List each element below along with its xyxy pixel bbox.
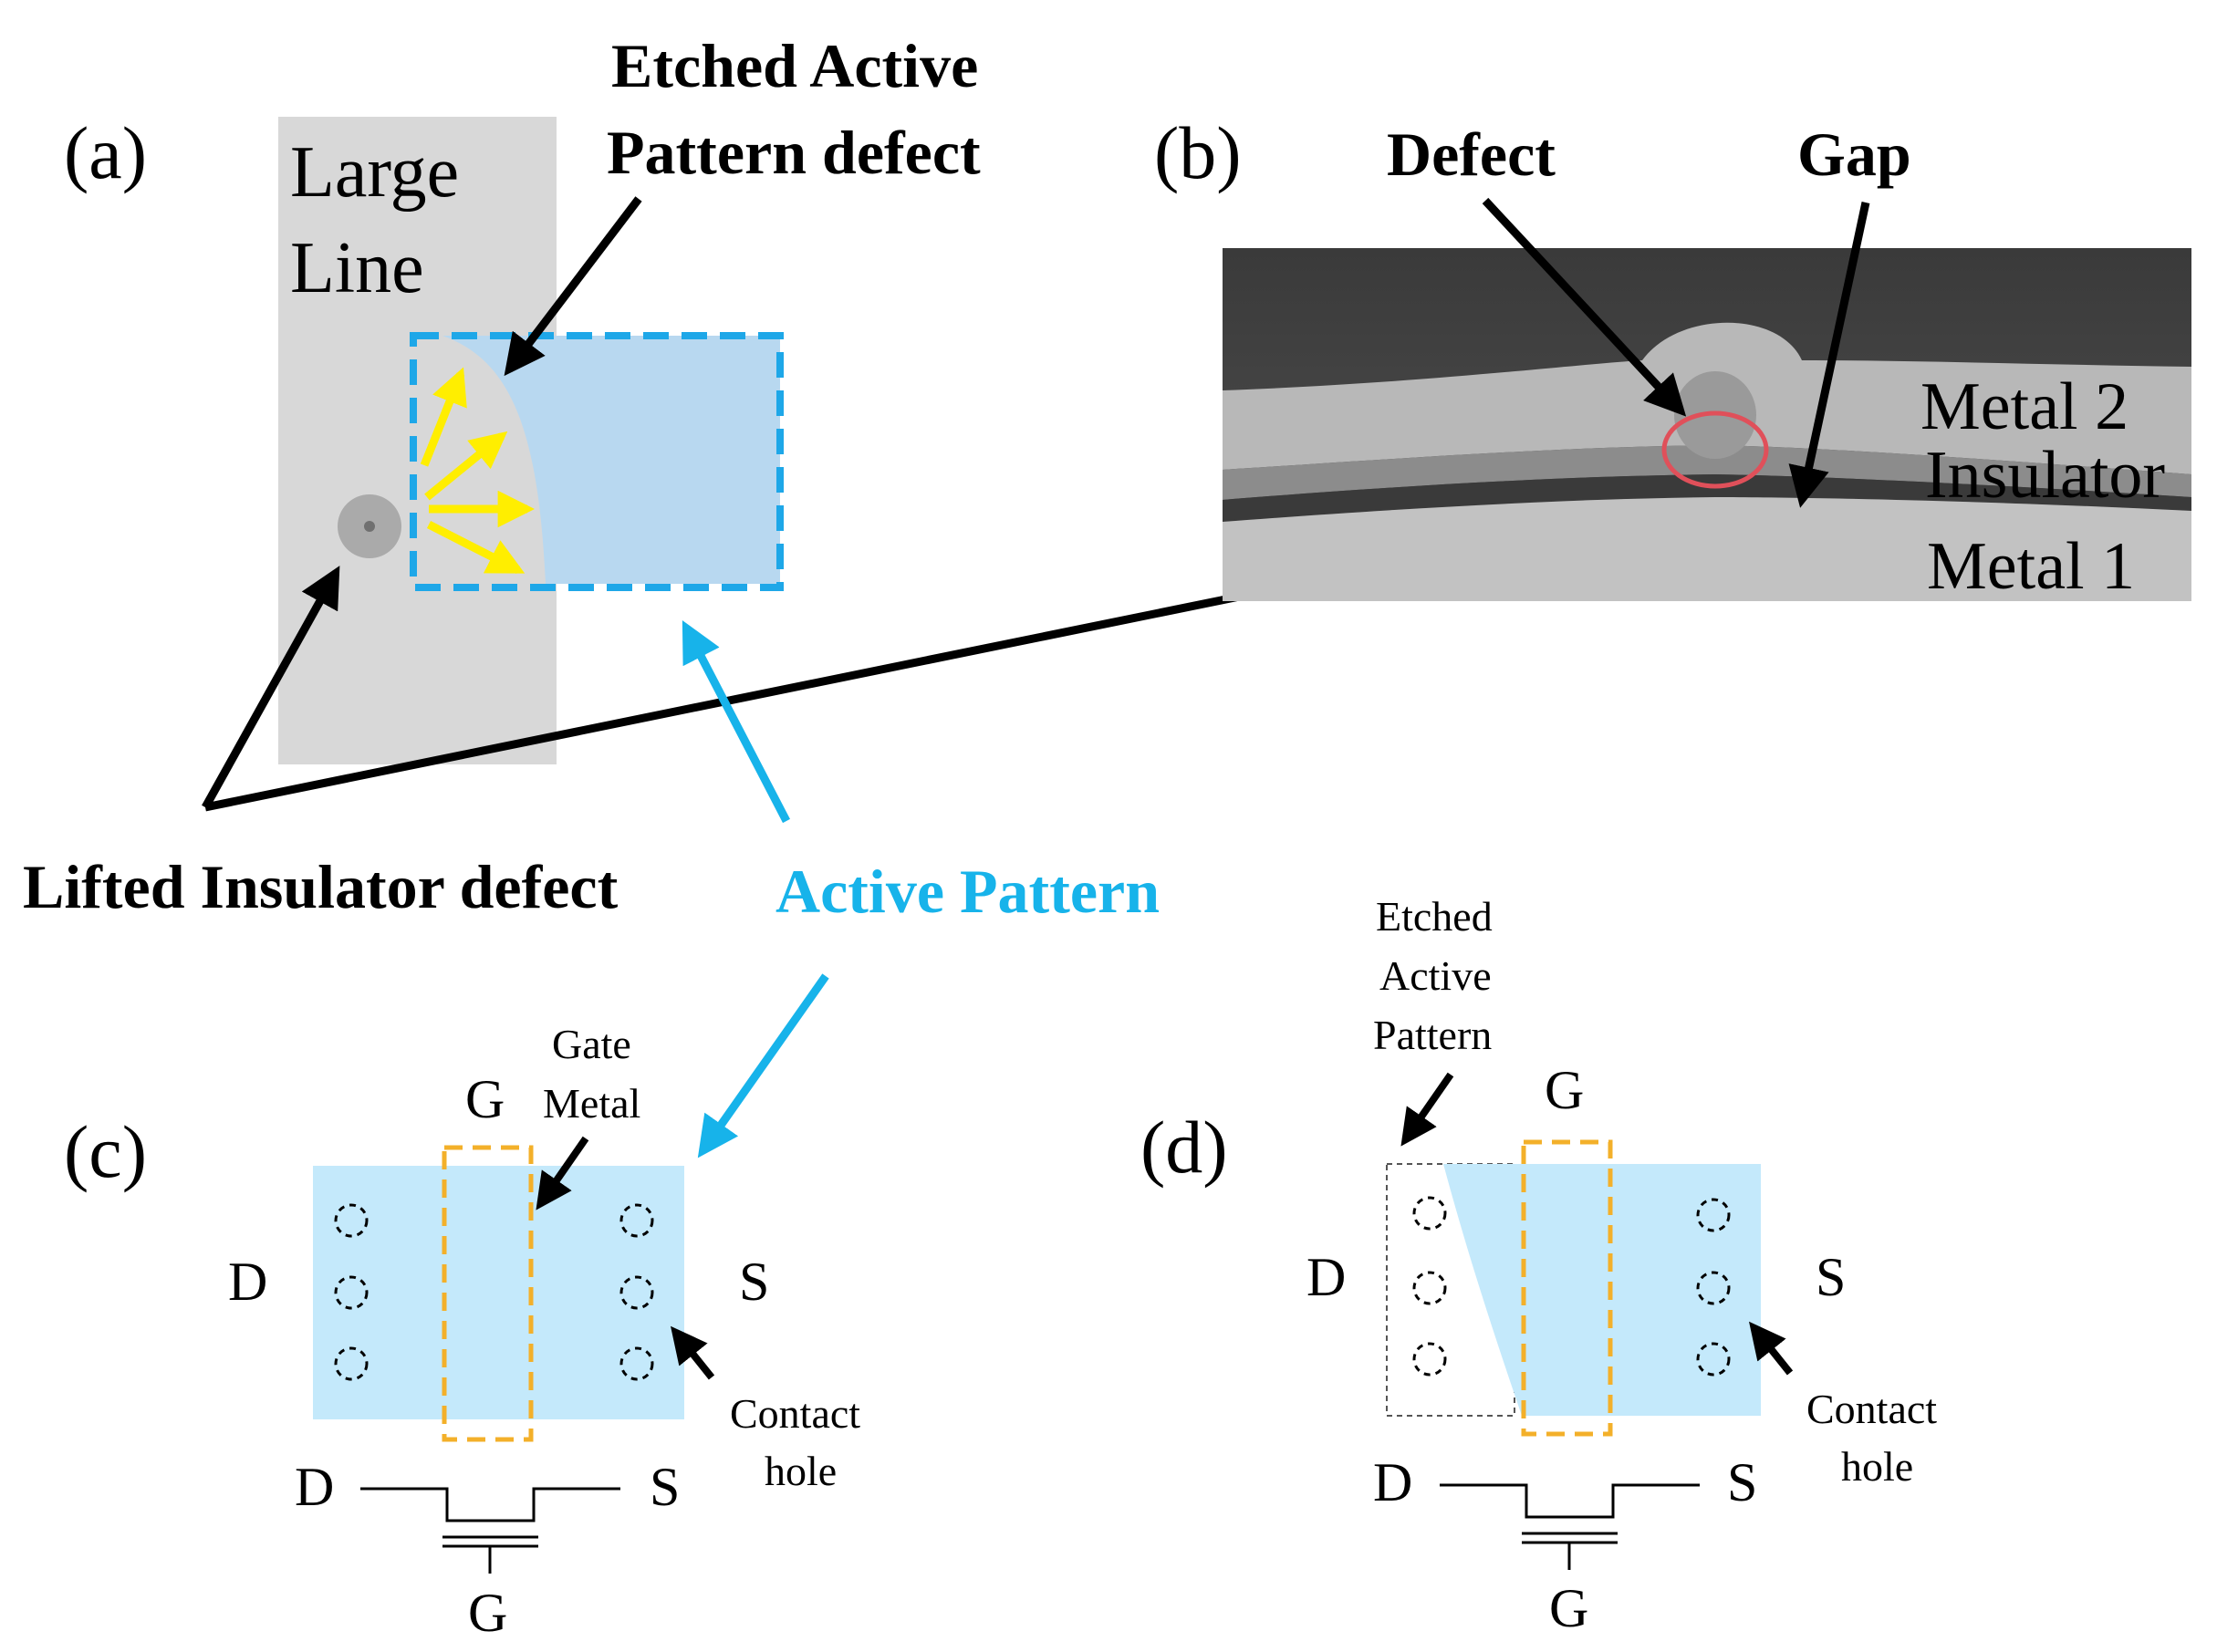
- panel-b: (b) Metal 2 Insulator Metal 1 Defect Gap: [1154, 111, 2191, 604]
- sem-gap-layer: [1223, 474, 2191, 522]
- sem-gap-label: Gap: [1797, 119, 1911, 189]
- d-gate-g: G: [1545, 1060, 1584, 1120]
- c-symbol-d: D: [295, 1457, 334, 1517]
- etched-defect-arrow: [504, 196, 642, 377]
- active-arrow-to-transistor: [697, 973, 829, 1158]
- active-pattern-area: [442, 336, 780, 584]
- panel-d: (d) Etched Active Pattern G D S Contact …: [1140, 893, 1937, 1638]
- d-contact-holes: [1412, 1196, 1731, 1377]
- c-contact-hole: [334, 1346, 369, 1381]
- sem-insulator-label: Insulator: [1925, 438, 2165, 513]
- c-contact-hole: [334, 1203, 369, 1238]
- etched-defect-label-2: Pattern defect: [607, 118, 981, 187]
- d-etched-label-2: Active: [1379, 952, 1492, 999]
- c-symbol-s: S: [650, 1457, 680, 1517]
- sem-metal2-label: Metal 2: [1920, 369, 2129, 444]
- d-contact-hole: [1696, 1271, 1731, 1305]
- sem-insulator-layer: [1223, 445, 2191, 500]
- d-contact-hole: [1696, 1198, 1731, 1232]
- d-source-label: S: [1816, 1247, 1846, 1307]
- sem-defect-circle: [1661, 410, 1769, 489]
- d-symbol-d: D: [1373, 1452, 1412, 1512]
- c-contact-holes: [334, 1203, 654, 1381]
- etched-defect-label-1: Etched Active: [611, 31, 978, 100]
- d-symbol-s: S: [1727, 1452, 1757, 1512]
- active-pattern-dashed-outline: [410, 332, 784, 591]
- d-contact-hole: [1412, 1196, 1447, 1231]
- d-drain-label: D: [1306, 1247, 1346, 1307]
- d-active-area: [1443, 1164, 1761, 1416]
- lifted-insulator-defect-core: [364, 521, 375, 532]
- d-symbol-g: G: [1549, 1578, 1588, 1638]
- d-etched-label-1: Etched: [1376, 893, 1493, 940]
- d-contact-hole: [1412, 1342, 1447, 1377]
- sem-metal1-label: Metal 1: [1927, 529, 2135, 604]
- panel-d-label: (d): [1140, 1106, 1228, 1189]
- c-contact-hole: [334, 1275, 369, 1310]
- d-contact-label-1: Contact: [1806, 1386, 1937, 1432]
- sem-defect-arrow: [1482, 197, 1687, 417]
- panel-a: (a) Large Line Etched Active Pattern def…: [23, 31, 1646, 1158]
- c-gate-metal-label-2: Metal: [543, 1080, 640, 1127]
- c-drain-label: D: [228, 1252, 267, 1312]
- sem-defect-label: Defect: [1387, 119, 1556, 189]
- large-line-label-2: Line: [290, 228, 424, 308]
- c-gate-metal-label-1: Gate: [552, 1021, 631, 1067]
- d-transistor-symbol: [1440, 1483, 1700, 1570]
- c-active-area: [313, 1166, 684, 1419]
- panel-a-label: (a): [64, 111, 147, 194]
- d-contact-arrow: [1749, 1321, 1794, 1376]
- d-contact-label-2: hole: [1841, 1443, 1913, 1490]
- c-symbol-g: G: [468, 1583, 507, 1643]
- active-arrow-to-pattern: [682, 620, 790, 824]
- panel-c-label: (c): [64, 1110, 147, 1193]
- c-contact-hole: [619, 1203, 654, 1238]
- panel-c: (c) G Gate Metal D S Contact hole D S G: [64, 1021, 860, 1643]
- panel-b-label: (b): [1154, 111, 1242, 194]
- d-etched-label-3: Pattern: [1373, 1012, 1492, 1058]
- d-contact-hole: [1412, 1271, 1447, 1305]
- c-contact-label-2: hole: [765, 1448, 837, 1494]
- sem-metal1-layer: [1223, 497, 2191, 601]
- etch-direction-arrows: [420, 367, 536, 575]
- c-contact-label-1: Contact: [730, 1390, 860, 1437]
- c-gate-metal: [442, 1145, 534, 1442]
- d-contact-hole: [1696, 1342, 1731, 1377]
- lifted-insulator-label: Lifted Insulator defect: [23, 852, 619, 921]
- c-gate-metal-arrow: [536, 1136, 589, 1210]
- c-source-label: S: [739, 1252, 769, 1312]
- d-etched-arrow: [1400, 1072, 1454, 1147]
- c-transistor-symbol: [360, 1487, 620, 1574]
- large-line-rect: [278, 117, 557, 764]
- lifted-arrow-to-dot: [202, 566, 340, 810]
- sem-gap-arrow: [1788, 202, 1870, 508]
- large-line-label-1: Large: [290, 132, 459, 213]
- d-gate-metal: [1521, 1139, 1613, 1437]
- active-pattern-label: Active Pattern: [775, 857, 1160, 926]
- c-contact-hole: [619, 1275, 654, 1310]
- c-gate-g: G: [465, 1069, 505, 1129]
- c-contact-arrow: [671, 1325, 715, 1380]
- c-contact-hole: [619, 1346, 654, 1381]
